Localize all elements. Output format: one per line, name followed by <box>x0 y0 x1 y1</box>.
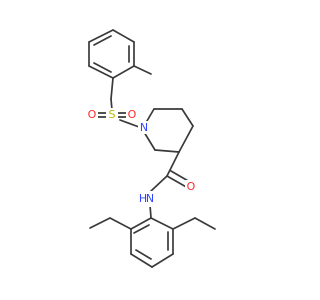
amide-hydrogen-atom-label: H <box>139 192 147 205</box>
sulfur-label-bg <box>106 108 118 121</box>
oxygen-right-atom-label: O <box>128 108 137 121</box>
bond-top-ring-4 <box>112 65 135 79</box>
bond-top-ring-double-1 <box>93 35 112 46</box>
bond-pip-6 <box>143 131 156 151</box>
carbonyl-oxygen-atom-label: O <box>187 180 196 193</box>
bond-top-ring-5 <box>88 65 114 79</box>
oxygen-left-atom-label: O <box>88 108 97 121</box>
bond-pip-3 <box>181 108 194 127</box>
bond-bottom-ring-3 <box>130 253 153 268</box>
bond-top-ring-1 <box>88 29 114 43</box>
bond-methyl <box>133 65 152 75</box>
bond-bottom-ring-6 <box>150 217 174 230</box>
bond-bottom-ring-1 <box>130 217 152 230</box>
bond-layer <box>88 29 216 268</box>
bond-ethyl-right-2 <box>194 217 216 230</box>
bond-top-ring-double-3 <box>93 62 112 73</box>
bond-bottom-ring-double-2 <box>135 249 152 260</box>
bond-bottom-ring-double-1 <box>133 224 150 234</box>
amide-nitrogen-atom-label: N <box>146 192 154 205</box>
bond-bottom-ring-4 <box>151 253 174 268</box>
bond-s-n <box>119 119 140 128</box>
bond-pip-5 <box>154 149 180 153</box>
bond-benzyl-ch2 <box>110 77 114 100</box>
bond-carbonyl-to-nh <box>150 175 168 192</box>
amide-nitrogen-label-bg <box>138 191 154 207</box>
bond-ethyl-right-1 <box>172 217 196 230</box>
oxygen-right-label-bg <box>126 108 138 121</box>
molecule-diagram: S O O N N H O <box>86 29 216 268</box>
oxygen-left-label-bg <box>86 108 98 121</box>
carbonyl-oxygen-label-bg <box>185 180 197 193</box>
bond-nh-to-aryl <box>149 204 152 219</box>
molecule-canvas: S O O N N H O <box>86 29 216 268</box>
bond-ethyl-left-2 <box>89 217 111 229</box>
bond-carbonyl-to-oxygen-a <box>166 175 189 189</box>
bond-pip-4 <box>178 125 194 153</box>
bond-top-ring-2 <box>112 29 135 43</box>
ring-nitrogen-atom-label: N <box>140 121 148 134</box>
bond-ethyl-left-1 <box>109 217 132 230</box>
atom-layer: S O O N N H O <box>86 108 197 207</box>
sulfur-atom-label: S <box>109 108 116 121</box>
ring-nitrogen-label-bg <box>138 121 150 134</box>
bond-ring-to-carbonyl <box>166 151 180 177</box>
